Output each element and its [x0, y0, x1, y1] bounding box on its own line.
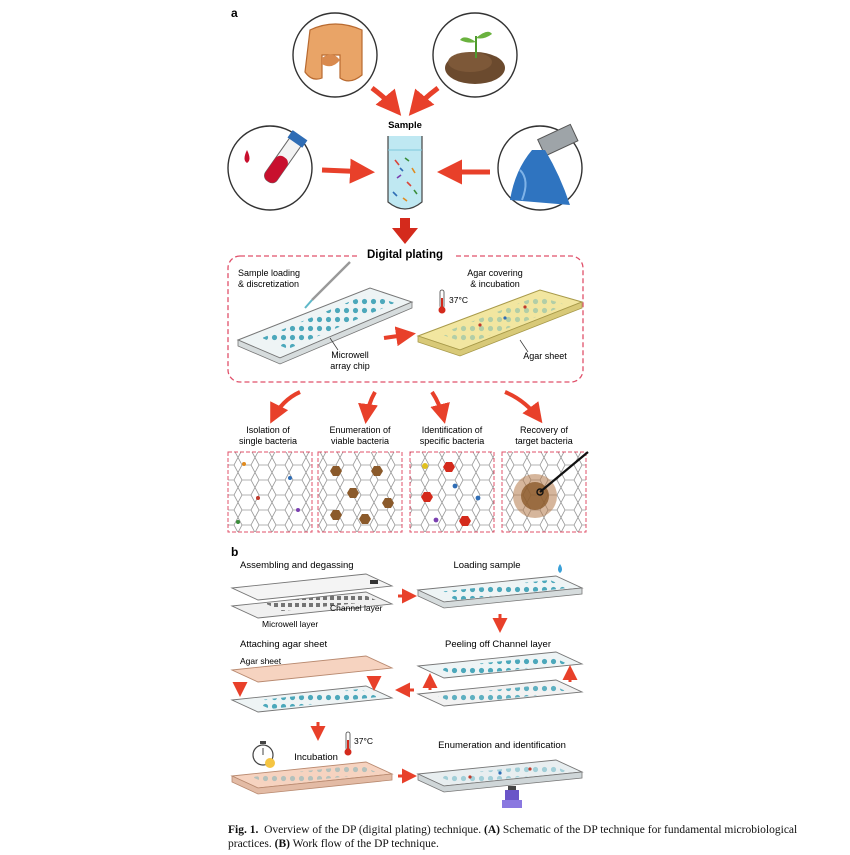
caption-fig-label: Fig. 1. [228, 824, 259, 836]
sample-label: Sample [388, 120, 422, 131]
app-3-line2: specific bacteria [420, 436, 485, 446]
caption-text2: Schematic of the DP technique for fundam… [228, 824, 798, 850]
agar-chip [416, 289, 584, 357]
chip-label-line1: Microwell [331, 350, 369, 360]
panel-b-label: b [231, 545, 238, 559]
app-2-line1: Enumeration of [329, 425, 391, 435]
sample-tube-icon [387, 136, 423, 210]
app-2-line2: viable bacteria [331, 436, 389, 446]
hex-panel-isolation [227, 451, 313, 533]
channel-layer-label: Channel layer [330, 603, 383, 613]
water-pipe-icon [497, 123, 583, 211]
microwell-chip [236, 287, 414, 365]
pipette-icon [304, 261, 351, 309]
blood-tube-icon [227, 125, 313, 211]
microscope-objective-icon [502, 786, 522, 808]
caption-text3: Work flow of the DP technique. [289, 838, 439, 850]
chip-label-line2: array chip [330, 361, 370, 371]
figure-caption: Fig. 1. Overview of the DP (digital plat… [228, 823, 828, 851]
step-loading-line1: Sample loading [238, 268, 300, 278]
app-1-line2: single bacteria [239, 436, 297, 446]
stopwatch-icon [252, 741, 275, 768]
enumeration-chip [416, 759, 584, 793]
step-agar-line1: Agar covering [467, 268, 523, 278]
step-enumeration: Enumeration and identification [438, 740, 566, 751]
digital-plating-title: Digital plating [367, 249, 443, 261]
thermometer-icon-b [344, 731, 352, 756]
droplet-icon [558, 564, 562, 573]
app-3-line1: Identification of [422, 425, 483, 435]
step-attaching: Attaching agar sheet [240, 639, 328, 650]
incubation-chip [230, 761, 394, 795]
step-loading: Loading sample [453, 560, 520, 571]
figure: a Sample [227, 6, 589, 808]
hex-panel-enumeration [317, 451, 403, 533]
attaching-chip [230, 655, 394, 713]
peeling-chip [416, 651, 584, 707]
app-4-line1: Recovery of [520, 425, 569, 435]
temperature-label-b: 37°C [354, 736, 373, 746]
microwell-layer-label: Microwell layer [262, 619, 318, 629]
agar-sheet-label-b: Agar sheet [240, 656, 282, 666]
app-4-line2: target bacteria [515, 436, 573, 446]
hex-panel-identification [409, 451, 495, 533]
soil-plant-icon [432, 12, 518, 98]
hex-panel-recovery [501, 451, 589, 533]
step-assembling: Assembling and degassing [240, 560, 354, 571]
step-peeling: Peeling off Channel layer [445, 639, 551, 650]
temperature-label-a: 37°C [449, 295, 468, 305]
down-arrow-icon [392, 218, 418, 244]
caption-text1: Overview of the DP (digital plating) tec… [264, 824, 485, 836]
caption-b-label: (B) [274, 838, 290, 850]
step-agar-line2: & incubation [470, 279, 520, 289]
assembly-chip [230, 573, 394, 619]
application-labels: Isolation of single bacteria Enumeration… [239, 425, 573, 446]
step-loading-line2: & discretization [238, 279, 299, 289]
caption-a-label: (A) [484, 824, 501, 836]
loading-chip [416, 564, 584, 609]
step-incubation: Incubation [294, 752, 338, 763]
intestine-icon [292, 12, 378, 98]
thermometer-icon [438, 289, 446, 314]
app-1-line1: Isolation of [246, 425, 290, 435]
panel-a-label: a [231, 6, 238, 20]
agar-sheet-label-a: Agar sheet [523, 351, 567, 361]
digital-plating-box [227, 255, 584, 383]
